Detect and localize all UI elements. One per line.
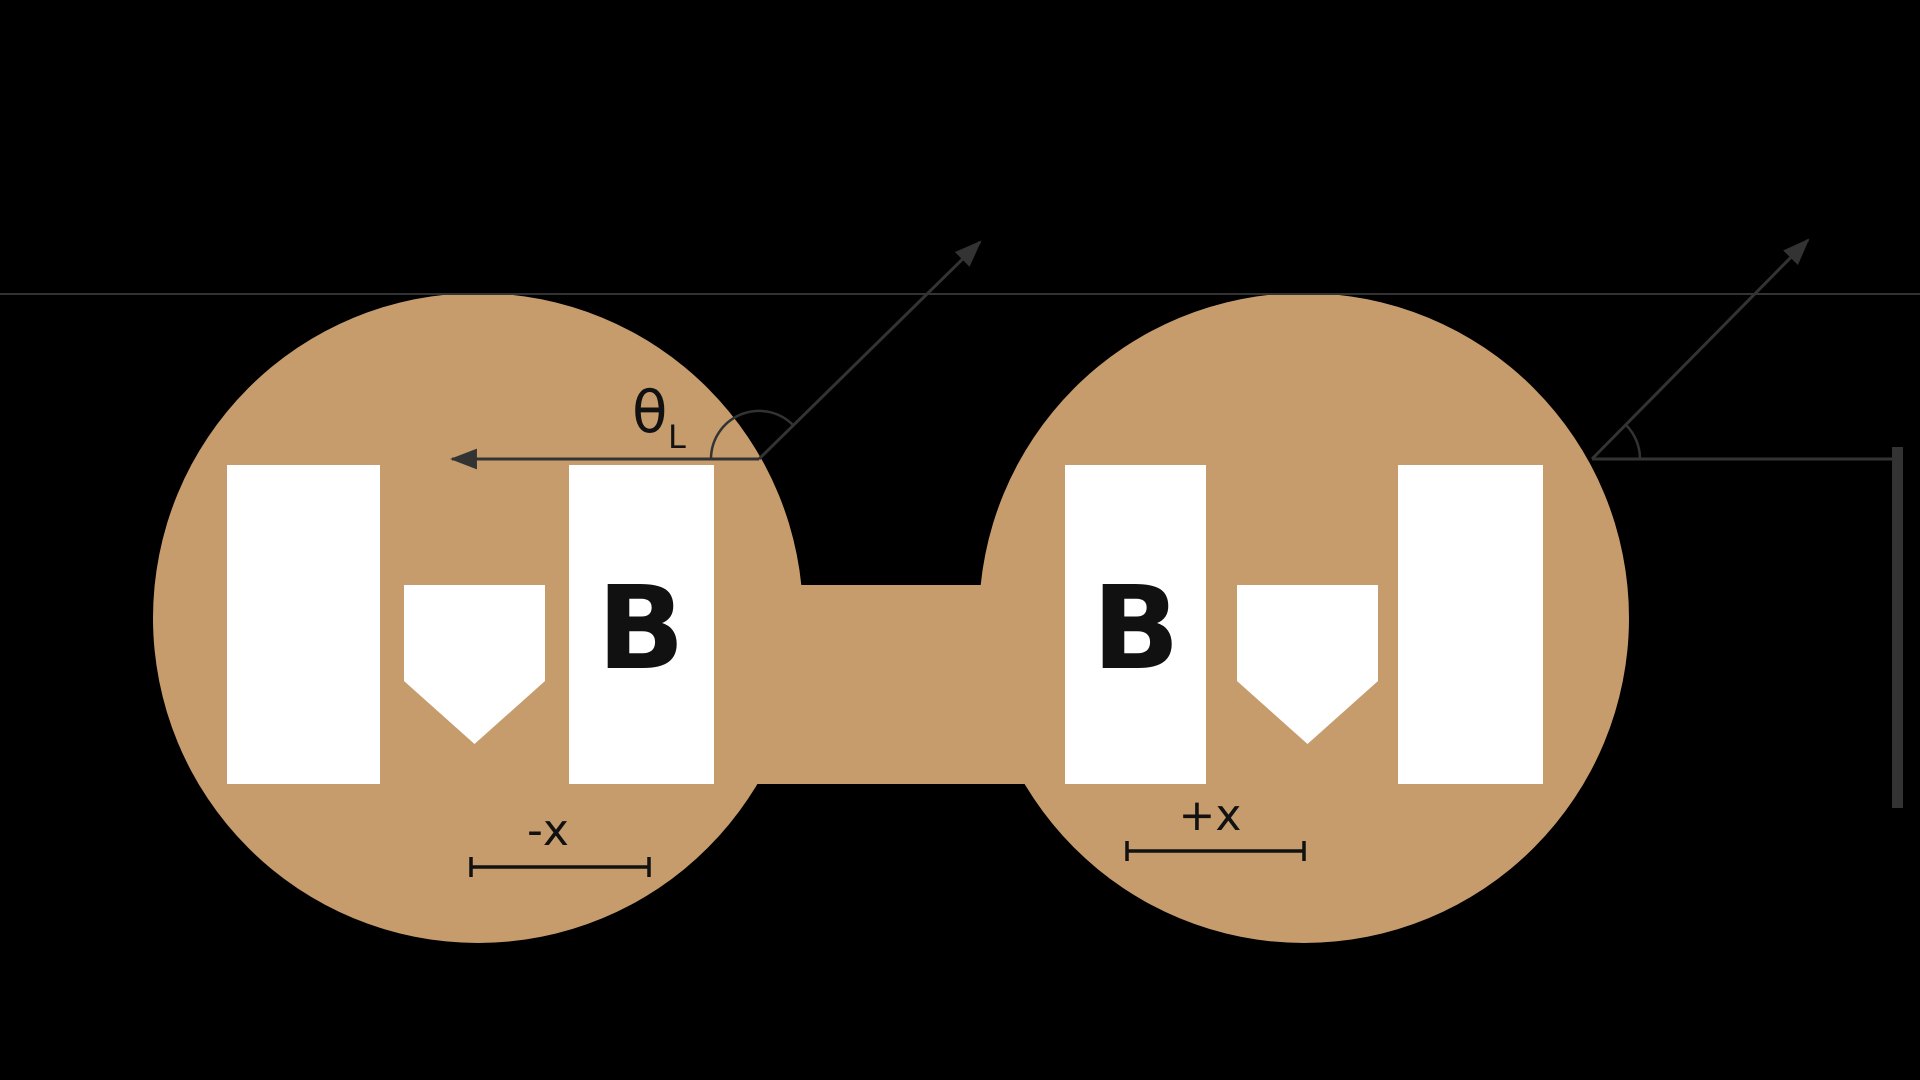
left-offset-measure <box>469 857 651 877</box>
left-angle-arc <box>709 409 794 460</box>
right-batters-box-inner <box>1065 465 1206 784</box>
right-batter-label: B <box>1092 562 1180 696</box>
right-offset-measure <box>1125 841 1306 861</box>
left-launch-direction-arrow <box>757 240 982 461</box>
right-angle-arc <box>1625 424 1642 460</box>
theta-symbol: θ <box>632 378 668 446</box>
right-boundary-bar <box>1892 447 1903 808</box>
left-batters-box-outer <box>227 465 380 784</box>
right-batters-box-outer <box>1398 465 1543 784</box>
theta-subscript: L <box>668 418 686 456</box>
left-batters-box-inner <box>569 465 714 784</box>
right-launch-direction-arrow <box>1590 238 1810 461</box>
left-batter-label: B <box>597 562 685 696</box>
right-home-plate <box>1237 585 1378 744</box>
right-offset-label: +x <box>1179 790 1242 841</box>
left-home-plate <box>404 585 545 744</box>
left-offset-label: -x <box>527 805 569 856</box>
